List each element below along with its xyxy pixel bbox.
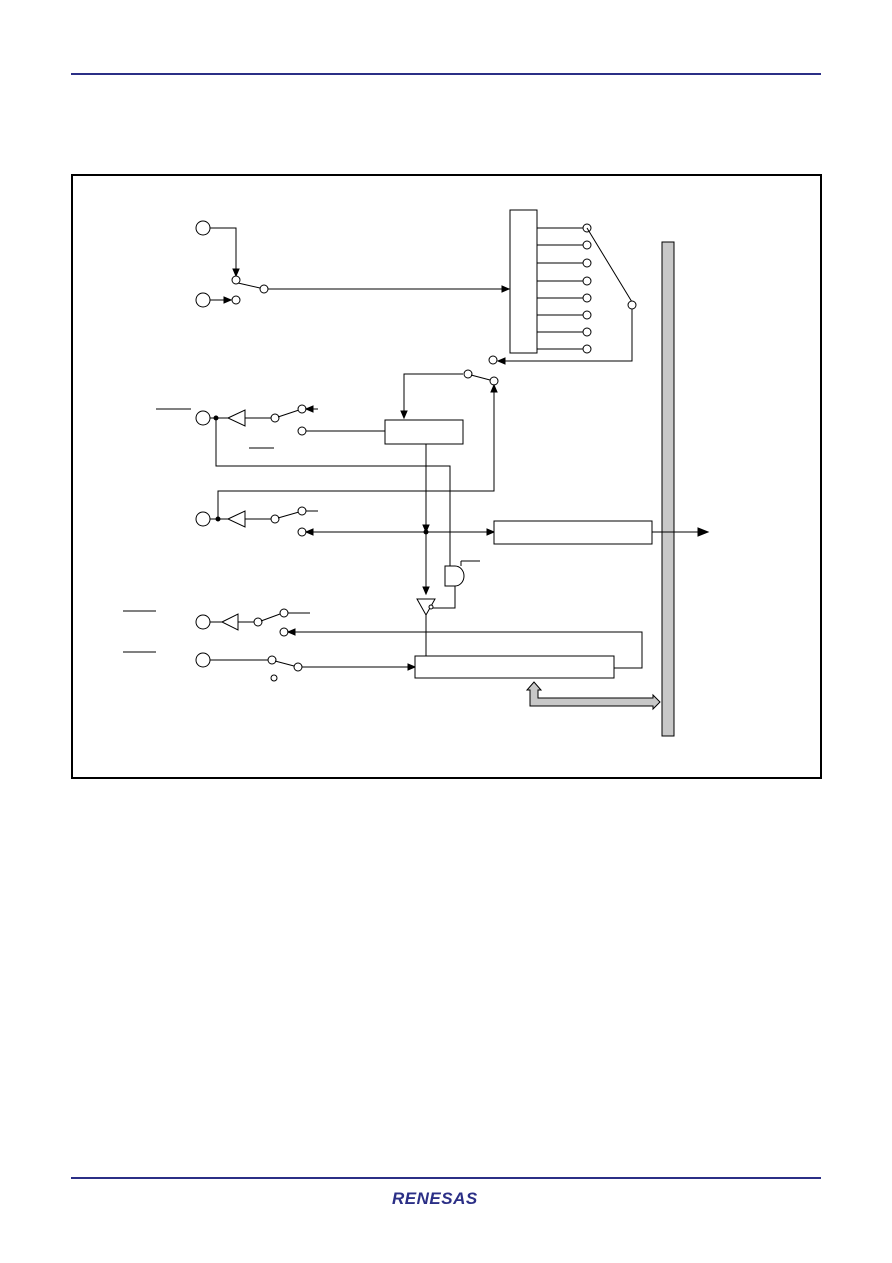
svg-text:RENESAS: RENESAS xyxy=(392,1189,478,1208)
figure-frame xyxy=(71,174,822,779)
header-rule xyxy=(71,73,821,75)
pin-1 xyxy=(195,220,211,236)
internal-data-bus xyxy=(661,241,675,737)
selector-arm xyxy=(586,227,633,303)
block-diagram xyxy=(123,209,710,737)
buffer-1 xyxy=(226,409,246,427)
bus-connection-arrow xyxy=(525,681,661,711)
pin-3 xyxy=(195,410,211,426)
pin-2 xyxy=(195,292,211,308)
footer-rule xyxy=(71,1177,821,1179)
pin-6 xyxy=(195,652,211,668)
pin-5 xyxy=(195,614,211,630)
and-gate xyxy=(444,565,465,587)
buffer-2 xyxy=(226,510,246,528)
selector-block xyxy=(509,209,538,354)
pin-4 xyxy=(195,511,211,527)
buffer-3 xyxy=(220,613,239,631)
register-block xyxy=(493,520,653,545)
data-block xyxy=(414,655,615,679)
renesas-logo: RENESAS xyxy=(392,1189,478,1208)
control-block xyxy=(384,419,464,445)
selector-outputs xyxy=(537,223,592,354)
